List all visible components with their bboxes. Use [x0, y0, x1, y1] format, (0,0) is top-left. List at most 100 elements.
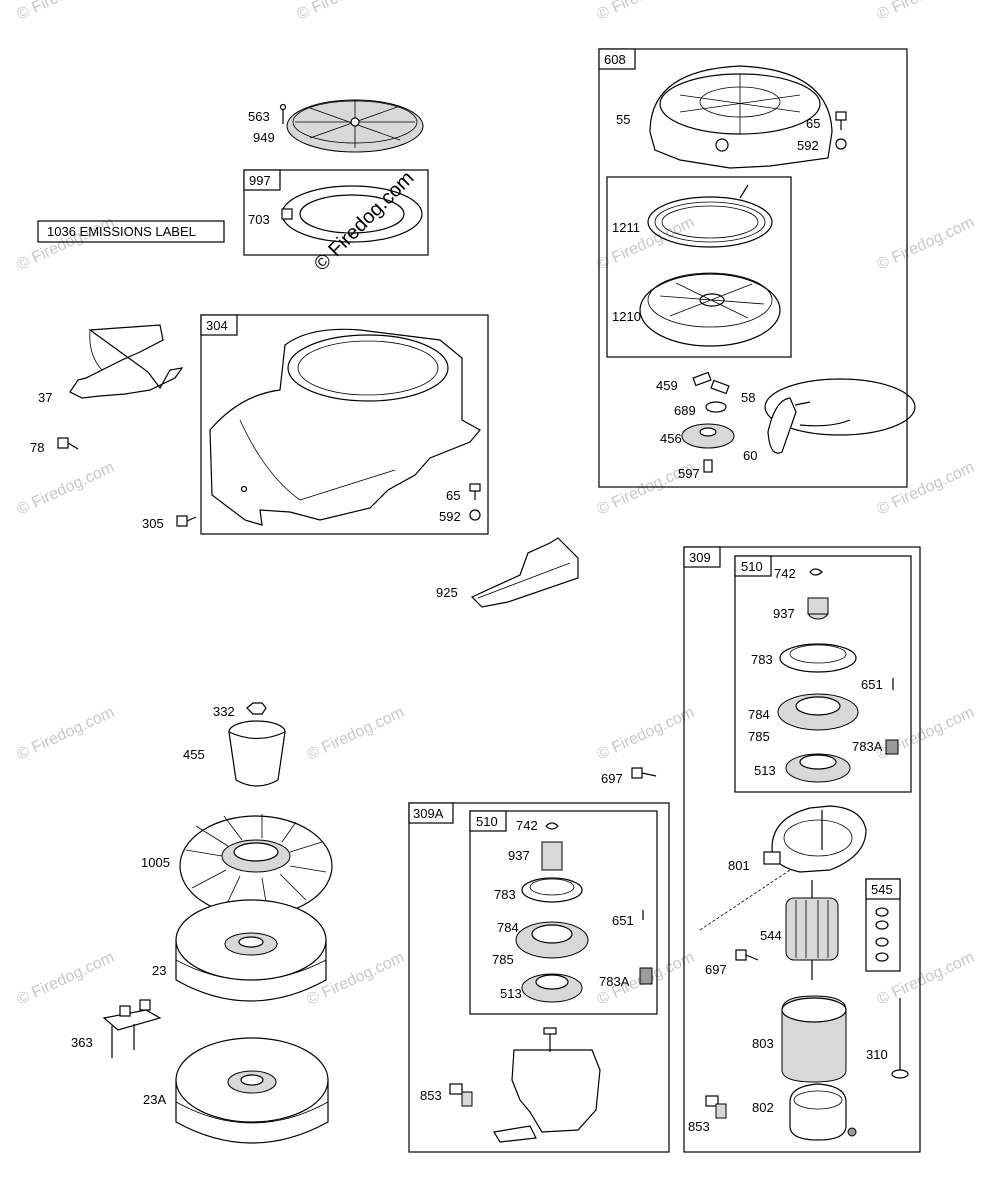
box-608: 608: [598, 48, 908, 488]
spring-1211-drawing: [647, 184, 773, 248]
bracket-363-drawing: [102, 999, 162, 1058]
label-703: 703: [248, 212, 270, 227]
label-597: 597: [678, 466, 700, 481]
label-803: 803: [752, 1036, 774, 1051]
label-802: 802: [752, 1100, 774, 1115]
emissions-label-text: 1036 EMISSIONS LABEL: [47, 224, 196, 239]
emissions-label: 1036 EMISSIONS LABEL: [37, 220, 225, 243]
watermark-faint: © Firedog.com: [875, 214, 977, 274]
label-1210: 1210: [612, 309, 641, 324]
label-785: 785: [748, 729, 770, 744]
dog-459-drawing: [692, 371, 730, 395]
box-309A-label: 309A: [413, 806, 444, 821]
screen-949-drawing: [286, 99, 424, 153]
label-937: 937: [508, 848, 530, 863]
label-785: 785: [492, 952, 514, 967]
label-853: 853: [688, 1119, 710, 1134]
nut-592a-drawing: [469, 509, 481, 521]
callout-labels: 563 949 703 37 78 305 65 592 925 55 65 5…: [30, 109, 888, 1134]
label-783: 783: [494, 887, 516, 902]
washers-545-drawing: [875, 907, 889, 962]
bolt-697b-drawing: [699, 869, 791, 961]
label-60: 60: [743, 448, 757, 463]
label-783: 783: [751, 652, 773, 667]
watermark-faint: © Firedog.com: [15, 949, 117, 1009]
label-853: 853: [420, 1088, 442, 1103]
label-23: 23: [152, 963, 166, 978]
starter-motor-309A-drawing: [493, 1027, 601, 1143]
guard-925-drawing: [470, 537, 579, 608]
retainer-456-drawing: [681, 423, 735, 449]
label-1211: 1211: [612, 220, 640, 235]
box-608-label: 608: [604, 52, 626, 67]
label-697: 697: [601, 771, 623, 786]
label-592: 592: [439, 509, 461, 524]
watermark-faint: © Firedog.com: [875, 704, 977, 764]
watermark-faint: © Firedog.com: [595, 704, 697, 764]
box-309A: 309A 510: [408, 802, 670, 1153]
flywheel-23A-drawing: [175, 1037, 329, 1144]
starter-housing-55-drawing: [649, 65, 833, 169]
watermark-faint: © Firedog.com: [15, 0, 117, 24]
flywheel-23-drawing: [175, 899, 327, 1002]
box-545-label: 545: [871, 882, 893, 897]
label-783A: 783A: [852, 739, 883, 754]
box-304-label: 304: [206, 318, 228, 333]
label-305: 305: [142, 516, 164, 531]
label-65: 65: [806, 116, 820, 131]
label-937: 937: [773, 606, 795, 621]
box-304: 304: [200, 314, 489, 535]
bolt-310-drawing: [891, 998, 909, 1079]
label-23A: 23A: [143, 1092, 166, 1107]
bolt-65a-drawing: [469, 483, 481, 500]
box-309: 309 510 545: [683, 546, 921, 1153]
label-55: 55: [616, 112, 630, 127]
bolt-305-drawing: [176, 515, 197, 527]
baffle-37-drawing: [69, 324, 184, 399]
blower-housing-304-drawing: [209, 328, 481, 526]
label-455: 455: [183, 747, 205, 762]
label-742: 742: [516, 818, 538, 833]
watermark-faint: © Firedog.com: [15, 459, 117, 519]
drive-510-bottom-drawing: [515, 822, 653, 1003]
screw-563-drawing: [279, 103, 287, 124]
label-332: 332: [213, 704, 235, 719]
box-997: 997: [243, 169, 429, 256]
connector-853b-drawing: [705, 1095, 727, 1119]
drive-510-top-drawing: [777, 568, 899, 783]
watermark-faint: © Firedog.com: [15, 704, 117, 764]
plate-703-drawing: [281, 185, 423, 243]
bolt-65b-drawing: [835, 111, 847, 130]
label-513: 513: [754, 763, 776, 778]
label-544: 544: [760, 928, 782, 943]
cup-455-drawing: [228, 720, 286, 787]
label-697: 697: [705, 962, 727, 977]
end-cap-801-drawing: [763, 805, 867, 873]
pulley-1210-drawing: [639, 272, 781, 347]
label-1005: 1005: [141, 855, 170, 870]
label-456: 456: [660, 431, 682, 446]
watermark-faint: © Firedog.com: [875, 949, 977, 1009]
bolt-697a-drawing: [631, 767, 657, 779]
watermark-faint: © Firedog.com: [595, 0, 697, 24]
watermark-main: © Firedog.com: [310, 167, 419, 276]
box-309-label: 309: [689, 550, 711, 565]
watermark-faint: © Firedog.com: [15, 214, 117, 274]
label-949: 949: [253, 130, 275, 145]
armature-544-drawing: [785, 880, 839, 980]
connector-853a-drawing: [449, 1083, 473, 1107]
label-651: 651: [612, 913, 634, 928]
handle-60-drawing: [767, 397, 811, 454]
nut-332-drawing: [246, 702, 267, 715]
box-510-label: 510: [741, 559, 763, 574]
watermark-faint: © Firedog.com: [305, 704, 407, 764]
label-592: 592: [797, 138, 819, 153]
screw-597-drawing: [703, 459, 713, 473]
label-784: 784: [497, 920, 519, 935]
box-510b-label: 510: [476, 814, 498, 829]
label-742: 742: [774, 566, 796, 581]
label-363: 363: [71, 1035, 93, 1050]
label-78: 78: [30, 440, 44, 455]
label-513: 513: [500, 986, 522, 1001]
watermark-faint: © Firedog.com: [295, 0, 397, 24]
